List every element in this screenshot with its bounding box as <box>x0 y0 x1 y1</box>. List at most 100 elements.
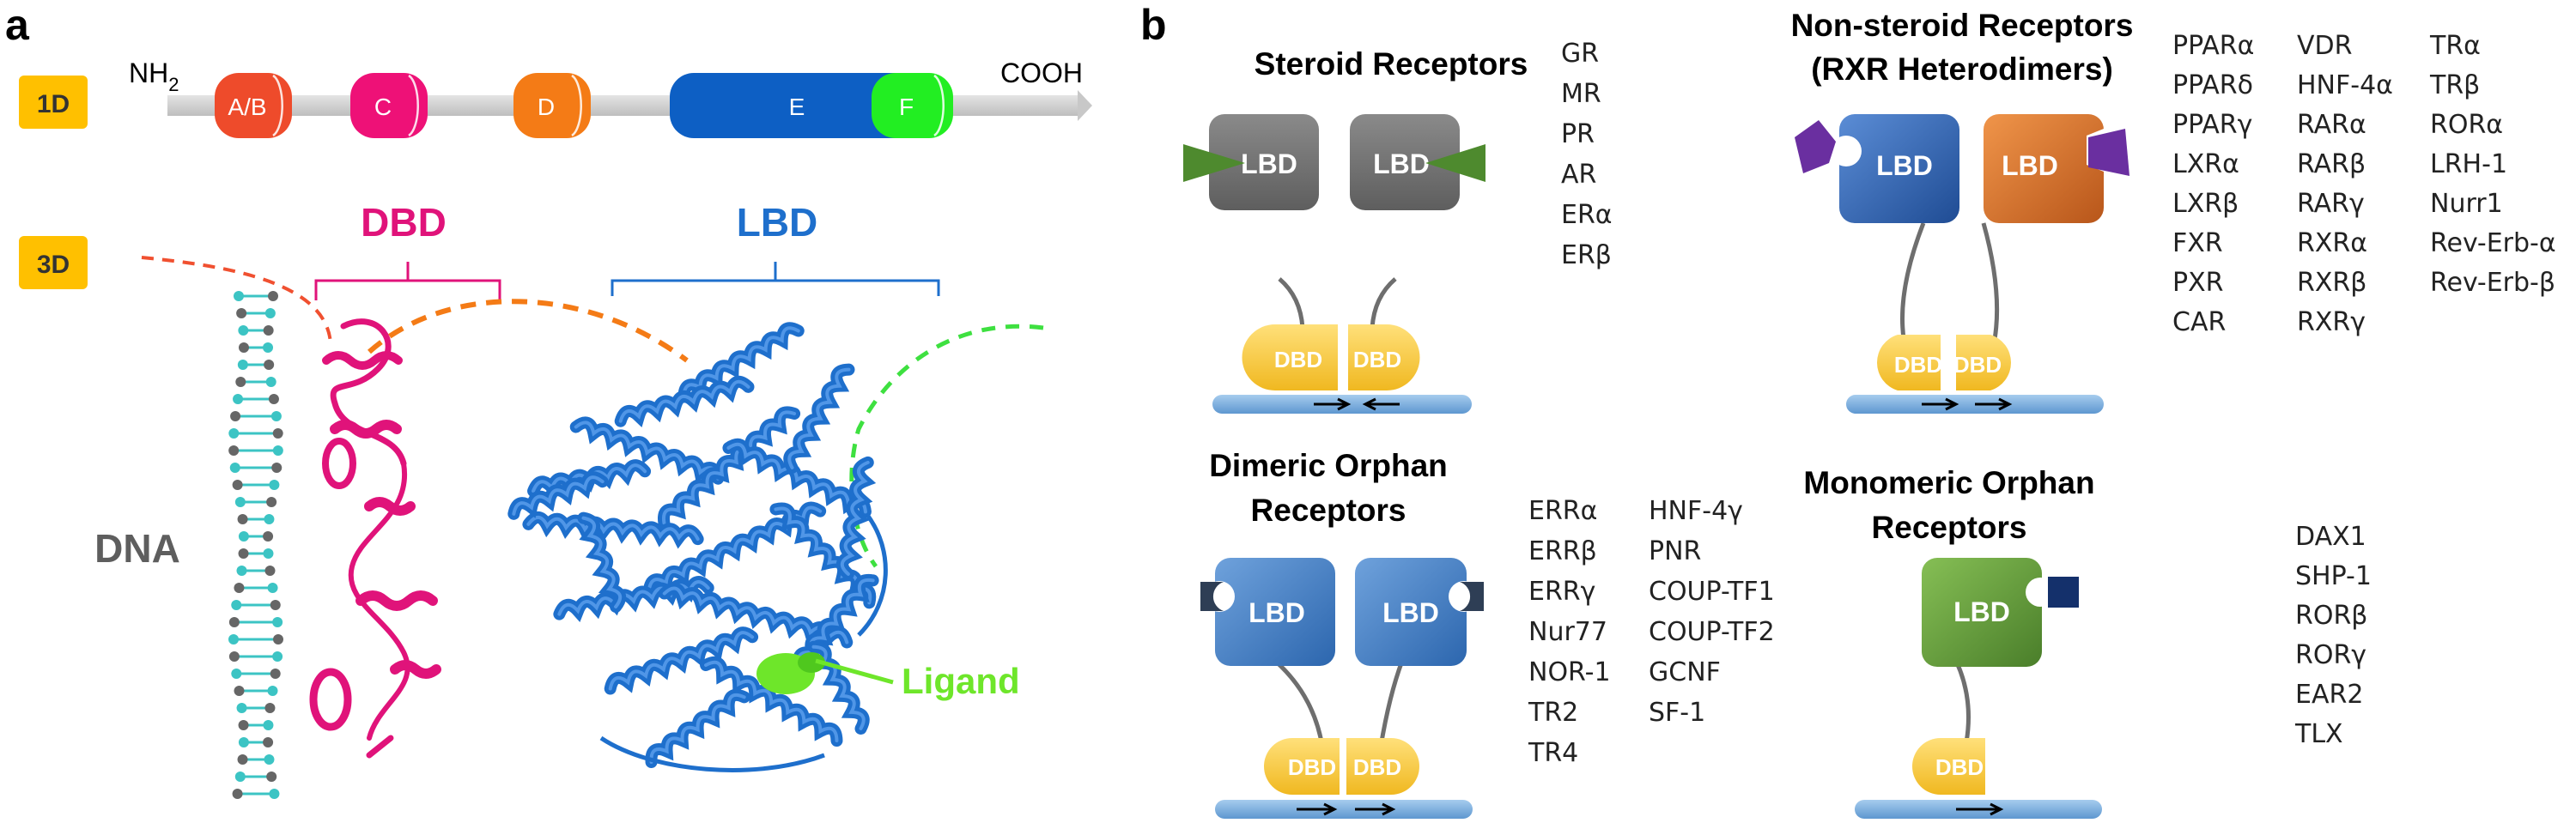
receptor-name: Nur77 <box>1528 617 1607 647</box>
receptor-name: RORγ <box>2295 640 2366 670</box>
lbd-helix <box>783 363 855 474</box>
dna-base <box>228 651 240 662</box>
dna-base <box>269 789 280 799</box>
arrow-left <box>1362 397 1400 411</box>
dna-base <box>272 445 283 456</box>
dna-base <box>268 394 279 404</box>
receptor-name: VDR <box>2297 31 2352 61</box>
domain-2: C <box>350 73 428 138</box>
dbd-shape-right <box>1346 738 1419 795</box>
lbd-box-blue <box>1839 114 1959 223</box>
dna-base <box>237 514 248 524</box>
dna-base <box>271 463 283 473</box>
lbd-helix <box>645 688 750 769</box>
dna-base <box>238 531 249 542</box>
receptor-name: TR4 <box>1528 738 1578 768</box>
dna-base <box>270 411 282 421</box>
dbd-text: DBD <box>1935 754 1984 780</box>
lbd-text: LBD <box>1876 150 1933 181</box>
dbd-shape-left <box>1264 738 1340 795</box>
dna-base <box>228 617 240 627</box>
lbd-helix <box>677 322 805 403</box>
arrow-right <box>1975 397 2013 411</box>
dimeric-title-line1: Dimeric Orphan <box>1209 448 1448 483</box>
dna-base <box>263 531 274 542</box>
coactivator-left <box>1200 582 1224 611</box>
dna-base <box>228 445 240 456</box>
dna-bar <box>1215 800 1473 819</box>
dbd-shape-right <box>1956 335 2012 390</box>
dna-base <box>267 686 278 696</box>
lbd-helix <box>522 511 704 549</box>
domain-5: F <box>872 73 953 138</box>
dna-base <box>236 703 247 713</box>
tag-3d: 3D <box>19 236 88 289</box>
receptor-name: CAR <box>2172 307 2226 337</box>
panel-b-label: b <box>1140 1 1167 49</box>
receptor-name: ERRβ <box>1528 536 1597 566</box>
nonsteroid-title-line1: Non-steroid Receptors <box>1791 8 2134 43</box>
dna-base <box>229 463 240 473</box>
lbd-bracket <box>611 262 940 296</box>
receptor-name: MR <box>1561 79 1601 109</box>
dna-ladder <box>228 291 283 799</box>
n-terminus-label: NH2 <box>129 57 179 95</box>
dna-base <box>272 428 283 439</box>
domain-3: D <box>513 73 591 138</box>
dbd-text: DBD <box>1353 347 1401 372</box>
receptor-name: RORα <box>2430 110 2503 140</box>
lbd-label: LBD <box>737 200 818 245</box>
dbd-shape-left <box>1242 324 1338 390</box>
dna-base <box>264 566 276 576</box>
lbd-helix <box>614 375 755 427</box>
dna-base <box>268 291 278 301</box>
dna-base <box>264 360 275 370</box>
receptor-name: Rev-Erb-α <box>2430 228 2556 258</box>
lbd-helix <box>722 438 872 518</box>
dna-base <box>233 394 244 404</box>
arrow-right <box>1956 802 2004 816</box>
dbd-text: DBD <box>1353 754 1401 780</box>
dna-base <box>265 377 276 387</box>
lbd-helix <box>553 576 714 623</box>
receptor-name: EAR2 <box>2295 680 2363 710</box>
tag-3d-label: 3D <box>37 251 70 279</box>
receptor-name: Rev-Erb-β <box>2430 268 2555 298</box>
ligand-molecule <box>756 652 825 694</box>
lbd-helix <box>657 406 801 530</box>
arrow-right <box>1297 802 1338 816</box>
domain-label: C <box>374 94 392 120</box>
connector-ab-dashed <box>141 256 332 344</box>
lbd-text: LBD <box>1241 148 1297 179</box>
domain-label: D <box>538 94 555 120</box>
receptor-name: TRα <box>2429 31 2481 61</box>
coactivator-right <box>1460 582 1484 611</box>
dna-base <box>230 411 241 421</box>
dbd-text: DBD <box>1953 352 2002 378</box>
dna-base <box>269 480 280 490</box>
dna-base <box>234 583 245 593</box>
steroid-receptors-group: Steroid Receptors LBD LBD DBD DBD GRMRPR… <box>1183 39 1613 414</box>
dna-base <box>264 308 276 318</box>
receptor-name: PPARγ <box>2172 110 2252 140</box>
dna-base <box>231 600 242 610</box>
monomeric-orphan-receptors-group: Monomeric Orphan Receptors LBD DBD DAX1S… <box>1803 465 2372 819</box>
dna-base <box>231 669 242 679</box>
dna-base <box>238 720 249 730</box>
dna-base <box>272 617 283 627</box>
lbd-helix <box>569 416 725 485</box>
receptor-name: HNF-4α <box>2297 70 2393 100</box>
dbd-text: DBD <box>1894 352 1942 378</box>
receptor-name: PPARα <box>2172 31 2254 61</box>
receptor-name: RARα <box>2297 110 2366 140</box>
lbd-helix <box>507 471 609 520</box>
dna-base <box>263 737 274 747</box>
receptor-name: RARγ <box>2297 189 2365 219</box>
receptor-name: PPARδ <box>2172 70 2253 100</box>
dna-base <box>228 634 240 644</box>
